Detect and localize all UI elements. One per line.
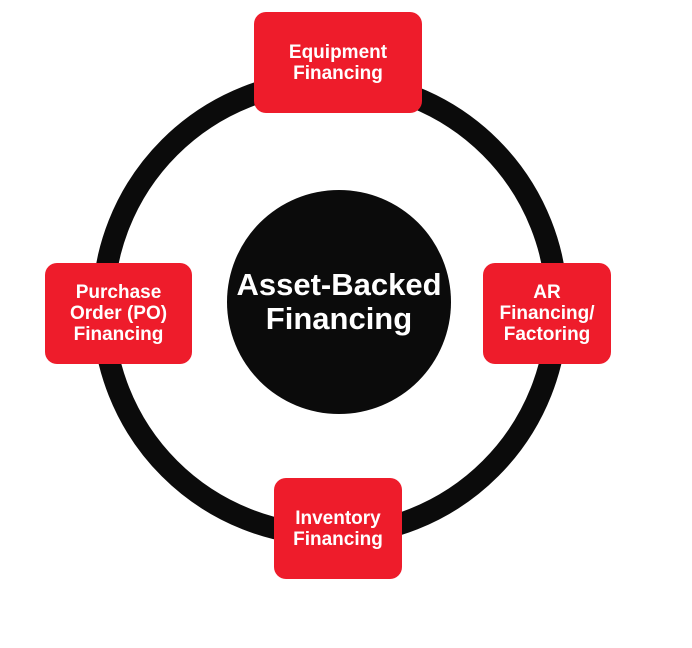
node-purchase-order-financing: Purchase Order (PO) Financing [45,263,192,364]
center-label: Asset-Backed Financing [236,267,442,336]
node-inventory-financing-label: Inventory Financing [293,507,383,550]
node-purchase-order-financing-label: Purchase Order (PO) Financing [69,282,168,345]
node-equipment-financing: Equipment Financing [254,12,422,113]
node-ar-financing-factoring: AR Financing/ Factoring [483,263,611,364]
center-hub: Asset-Backed Financing [227,190,451,414]
node-ar-financing-factoring-label: AR Financing/ Factoring [499,282,595,345]
node-equipment-financing-label: Equipment Financing [288,41,388,84]
node-inventory-financing: Inventory Financing [274,478,402,579]
